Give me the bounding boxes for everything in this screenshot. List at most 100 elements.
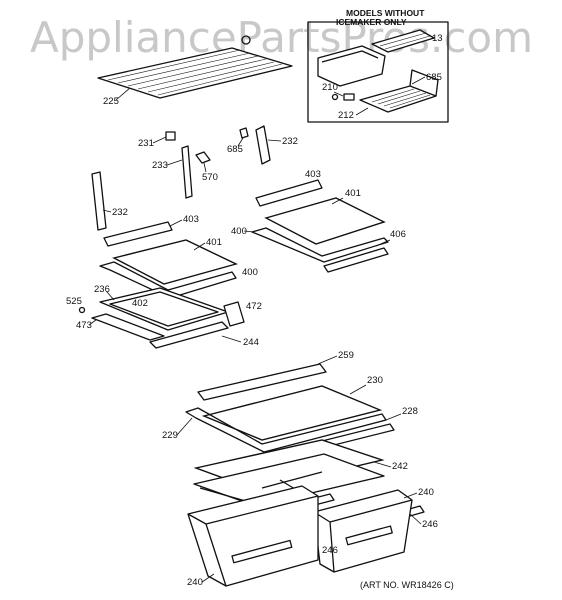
trim-259: [197, 363, 327, 401]
ice-shelf-wires: [371, 88, 431, 109]
drawer-240-right: [313, 489, 413, 573]
top-wire-shelf: 225: [97, 35, 293, 107]
callout-228: 228: [402, 406, 418, 417]
inset-title-line2: ICEMAKER ONLY: [336, 17, 407, 27]
callout-236: 236: [94, 284, 110, 295]
leader-246-right: [409, 513, 422, 525]
callout-240-bottom: 240: [187, 577, 203, 588]
leader-570: [203, 162, 207, 173]
right-shelf-assembly: 403 401 400 406: [231, 169, 406, 273]
callout-570: 570: [202, 172, 218, 183]
ice-bin-rim: [321, 50, 379, 63]
leader-406: [375, 239, 391, 247]
callout-232-left: 232: [112, 207, 128, 218]
leader-236: [106, 291, 115, 301]
wire-shelf-wires: [107, 49, 283, 96]
leader-229: [176, 417, 193, 436]
leader-403-left: [169, 219, 183, 227]
leader-685-inset: [411, 76, 426, 85]
leader-401-left: [193, 242, 206, 251]
leader-232-top: [267, 139, 282, 142]
part-210: [343, 93, 355, 101]
support-233: [181, 145, 193, 199]
trim-244: [149, 321, 229, 349]
part-210-screw: [331, 93, 339, 101]
wire-shelf-225: [97, 47, 293, 99]
shelf-supports: 231 233 570 685 232 232: [91, 125, 298, 231]
lower-crisper-assembly: 259 230 229 228 242 239 246 240 246: [162, 350, 438, 588]
callout-225: 225: [103, 96, 119, 107]
watermark-text: AppliancePartsPros.com: [30, 13, 533, 62]
callout-472: 472: [246, 301, 262, 312]
callout-246-mid: 246: [322, 545, 338, 556]
inset-frame: [307, 21, 449, 123]
callout-403-left: 403: [183, 214, 199, 225]
part-231: [165, 131, 176, 141]
rail-473: [91, 313, 165, 341]
callout-244: 244: [243, 337, 259, 348]
callout-13: 13: [432, 33, 443, 44]
art-number: (ART NO. WR18426 C): [360, 580, 454, 590]
ice-shelf: [359, 85, 437, 113]
slide-472: [223, 301, 245, 327]
glass-401-left: [112, 239, 238, 285]
ice-tray-ribs: [379, 32, 431, 50]
callout-242: 242: [392, 461, 408, 472]
callout-232-top: 232: [282, 136, 298, 147]
leader-685: [237, 137, 244, 147]
leader-240-right: [403, 492, 418, 499]
drawer-240-left: [187, 485, 319, 587]
callout-240-right: 240: [418, 487, 434, 498]
leader-228: [385, 413, 402, 421]
frame-400-left: [99, 261, 237, 299]
trim-403-right: [255, 179, 323, 207]
callout-400-right: 400: [231, 226, 247, 237]
leader-231: [152, 136, 167, 144]
cover-402: [109, 291, 219, 327]
callout-525: 525: [66, 296, 82, 307]
glass-230: [201, 385, 383, 441]
shelf-clip: [241, 35, 251, 45]
callout-259: 259: [338, 350, 354, 361]
frame-400-right: [251, 227, 389, 263]
trim-403-left: [103, 221, 173, 247]
callout-473: 473: [76, 320, 92, 331]
leader-242: [373, 461, 392, 468]
leader-210: [333, 91, 344, 97]
ice-tray: [371, 29, 435, 53]
drawer-right-handle: [345, 525, 393, 546]
callout-212: 212: [338, 110, 354, 121]
callout-233: 233: [152, 160, 168, 171]
callout-400-left: 400: [242, 267, 258, 278]
frame-229: [185, 407, 387, 453]
leader-225: [115, 87, 131, 101]
callout-685-inset: 685: [426, 72, 442, 83]
leader-244: [221, 335, 242, 343]
glass-401-right: [264, 197, 386, 245]
callout-230: 230: [367, 375, 383, 386]
leader-400-right: [243, 230, 255, 233]
callout-685: 685: [227, 144, 243, 155]
callout-403-right: 403: [305, 169, 321, 180]
callout-246-right: 246: [422, 519, 438, 530]
inset-box: MODELS WITHOUT ICEMAKER ONLY 13 685 210 …: [307, 8, 449, 123]
callout-402: 402: [132, 298, 148, 309]
part-685: [239, 127, 249, 139]
leader-240-bottom: [201, 573, 215, 583]
leader-230: [349, 384, 367, 395]
ice-bin: [317, 45, 386, 87]
callout-401-right: 401: [345, 188, 361, 199]
part-570: [195, 151, 211, 164]
screw-525: [78, 306, 86, 314]
callout-406: 406: [390, 229, 406, 240]
ice-shelf-back: [409, 69, 439, 97]
leader-232-left: [102, 209, 112, 213]
leader-473: [88, 319, 97, 326]
left-shelf-assembly: 403 401 400 236 402 472 525 473 244: [66, 214, 262, 349]
drawer-240-left-edges: [187, 495, 319, 587]
inset-title-line1: MODELS WITHOUT: [346, 8, 425, 18]
callout-229: 229: [162, 430, 178, 441]
callout-210: 210: [322, 82, 338, 93]
